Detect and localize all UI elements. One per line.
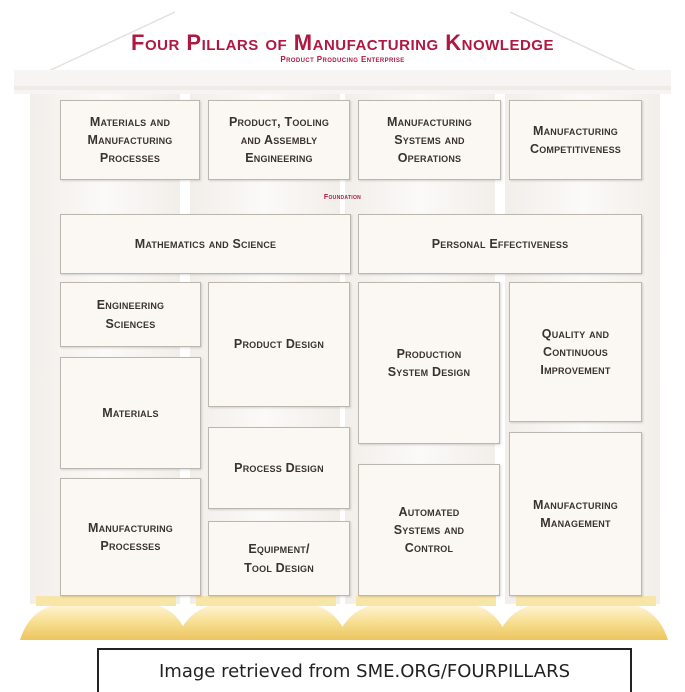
base-plinth-2 <box>196 596 336 606</box>
foundation-label: Foundation <box>323 194 362 201</box>
area-quality-improvement: Quality and Continuous Improvement <box>509 282 642 422</box>
diagram-title: Four Pillars of Manufacturing Knowledge <box>131 30 554 55</box>
area-process-design: Process Design <box>208 427 350 509</box>
foundation-math-science: Mathematics and Science <box>60 214 351 274</box>
entablature <box>14 70 671 94</box>
source-caption: Image retrieved from SME.ORG/FOURPILLARS <box>97 648 632 692</box>
roof-left-line <box>39 11 176 76</box>
pillar-product-tooling: Product, Tooling and Assembly Engineerin… <box>208 100 350 180</box>
pillar-manufacturing-systems: Manufacturing Systems and Operations <box>358 100 501 180</box>
pillar-base-4 <box>496 604 668 640</box>
entablature-edge <box>14 86 671 90</box>
pillar-materials-processes: Materials and Manufacturing Processes <box>60 100 200 180</box>
pillar-base-2 <box>176 604 348 640</box>
pillar-base-3 <box>336 604 508 640</box>
area-equipment-tool-design: Equipment/ Tool Design <box>208 521 350 596</box>
base-plinth-1 <box>36 596 176 606</box>
area-manufacturing-processes: Manufacturing Processes <box>60 478 201 596</box>
area-production-system-design: Production System Design <box>358 282 500 444</box>
area-materials: Materials <box>60 357 201 469</box>
base-plinth-4 <box>516 596 656 606</box>
pillar-competitiveness: Manufacturing Competitiveness <box>509 100 642 180</box>
diagram-subtitle: Product Producing Enterprise <box>280 55 405 64</box>
area-product-design: Product Design <box>208 282 350 407</box>
roof-right-line <box>509 11 646 76</box>
area-manufacturing-management: Manufacturing Management <box>509 432 642 596</box>
base-plinth-3 <box>356 596 496 606</box>
foundation-personal-effectiveness: Personal Effectiveness <box>358 214 642 274</box>
area-engineering-sciences: Engineering Sciences <box>60 282 201 347</box>
area-automated-systems: Automated Systems and Control <box>358 464 500 596</box>
pillar-base-1 <box>20 604 188 640</box>
